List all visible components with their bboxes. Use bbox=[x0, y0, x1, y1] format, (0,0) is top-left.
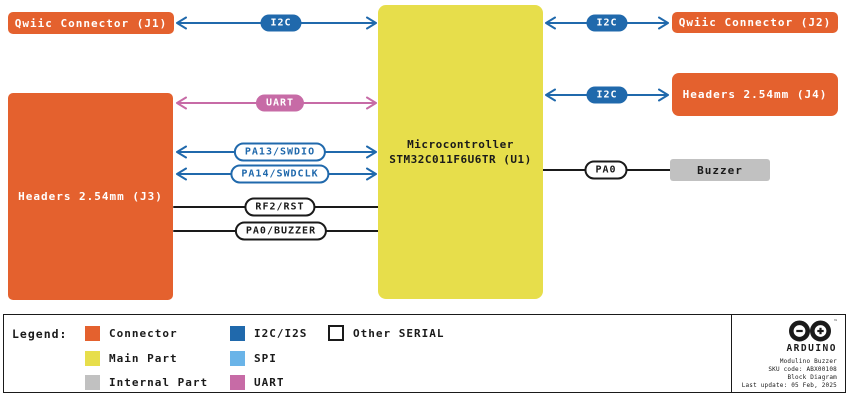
legend-title: Legend: bbox=[12, 327, 68, 341]
badge-pa0: PA0 bbox=[584, 160, 628, 180]
badge-pa14-swdclk: PA14/SWDCLK bbox=[230, 164, 330, 184]
badge-pa0-buzzer: PA0/BUZZER bbox=[234, 221, 328, 241]
badge-i2c-j4: I2C bbox=[586, 86, 628, 104]
product-name: Modulino Buzzer bbox=[779, 358, 837, 365]
badge-i2c-j1: I2C bbox=[260, 14, 302, 32]
legend-item-i2c: I2C/I2S bbox=[230, 325, 307, 341]
document-info-panel: ™ ARDUINO Modulino Buzzer SKU code: ABX0… bbox=[731, 314, 846, 393]
legend-item-main-part: Main Part bbox=[85, 350, 178, 366]
block-microcontroller: Microcontroller STM32C011F6U6TR (U1) bbox=[378, 5, 543, 299]
badge-uart: UART bbox=[255, 94, 305, 112]
badge-i2c-j2: I2C bbox=[586, 14, 628, 32]
legend-item-label: Internal Part bbox=[109, 375, 209, 389]
legend-item-connector: Connector bbox=[85, 325, 178, 341]
legend-panel bbox=[3, 314, 731, 393]
trademark-symbol: ™ bbox=[833, 319, 837, 325]
legend-item-label: Main Part bbox=[109, 351, 178, 365]
legend-item-internal-part: Internal Part bbox=[85, 374, 208, 390]
legend-item-label: I2C/I2S bbox=[254, 326, 308, 340]
doc-type: Block Diagram bbox=[787, 374, 837, 381]
block-buzzer: Buzzer bbox=[670, 159, 770, 181]
mcu-title: Microcontroller bbox=[407, 138, 514, 151]
legend-item-other-serial: Other SERIAL bbox=[328, 325, 444, 341]
uart-color-swatch bbox=[230, 374, 245, 390]
badge-rf2-rst: RF2/RST bbox=[244, 197, 316, 217]
other-serial-color-swatch bbox=[328, 325, 344, 341]
mcu-part-number: STM32C011F6U6TR (U1) bbox=[389, 153, 532, 166]
internal-part-color-swatch bbox=[85, 374, 100, 390]
legend-item-label: Connector bbox=[109, 326, 178, 340]
legend-item-label: SPI bbox=[254, 351, 277, 365]
connector-color-swatch bbox=[85, 325, 100, 341]
i2c-color-swatch bbox=[230, 325, 245, 341]
legend-item-label: Other SERIAL bbox=[353, 326, 445, 340]
legend-item-spi: SPI bbox=[230, 350, 277, 366]
main-part-color-swatch bbox=[85, 350, 100, 366]
sku-code: SKU code: ABX00108 bbox=[768, 366, 837, 373]
block-headers-j4: Headers 2.54mm (J4) bbox=[672, 73, 838, 116]
legend-item-uart: UART bbox=[230, 374, 285, 390]
brand-name: ARDUINO bbox=[786, 343, 837, 354]
block-qwiic-connector-j2: Qwiic Connector (J2) bbox=[672, 12, 838, 33]
last-update: Last update: 05 Feb, 2025 bbox=[741, 382, 837, 389]
badge-pa13-swdio: PA13/SWDIO bbox=[233, 142, 327, 162]
block-qwiic-connector-j1: Qwiic Connector (J1) bbox=[8, 12, 174, 34]
block-headers-j3: Headers 2.54mm (J3) bbox=[8, 93, 173, 300]
legend-item-label: UART bbox=[254, 375, 285, 389]
spi-color-swatch bbox=[230, 350, 245, 366]
arduino-logo-icon bbox=[788, 320, 831, 342]
